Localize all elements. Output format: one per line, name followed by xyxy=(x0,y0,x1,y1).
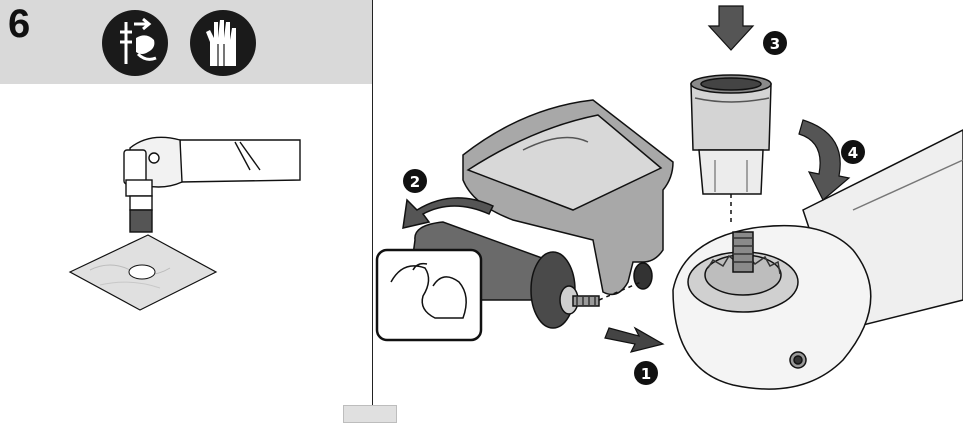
callout-2: 2 xyxy=(403,169,427,193)
callout-4: 4 xyxy=(841,140,865,164)
down-arrow xyxy=(709,6,753,50)
twist-arrow xyxy=(799,120,849,200)
callout-3: 3 xyxy=(763,31,787,55)
svg-text:2: 2 xyxy=(410,173,420,191)
wear-gloves-icon xyxy=(188,8,258,78)
grinder-over-tile-diagram xyxy=(60,120,320,320)
tile-with-hole xyxy=(70,235,216,310)
grinder-small xyxy=(124,137,300,196)
svg-text:1: 1 xyxy=(641,365,651,383)
diamond-bit-small xyxy=(130,196,152,232)
header-band xyxy=(0,0,372,84)
unplug-power-icon xyxy=(100,8,170,78)
step-number: 6 xyxy=(8,2,30,47)
assembly-diagram: 1 2 3 4 xyxy=(373,0,963,410)
pull-arrow xyxy=(605,328,663,352)
core-drill-bit xyxy=(691,75,771,225)
callout-1: 1 xyxy=(634,361,658,385)
strength-inset xyxy=(377,250,481,340)
svg-text:3: 3 xyxy=(770,35,780,53)
svg-text:4: 4 xyxy=(848,144,858,162)
